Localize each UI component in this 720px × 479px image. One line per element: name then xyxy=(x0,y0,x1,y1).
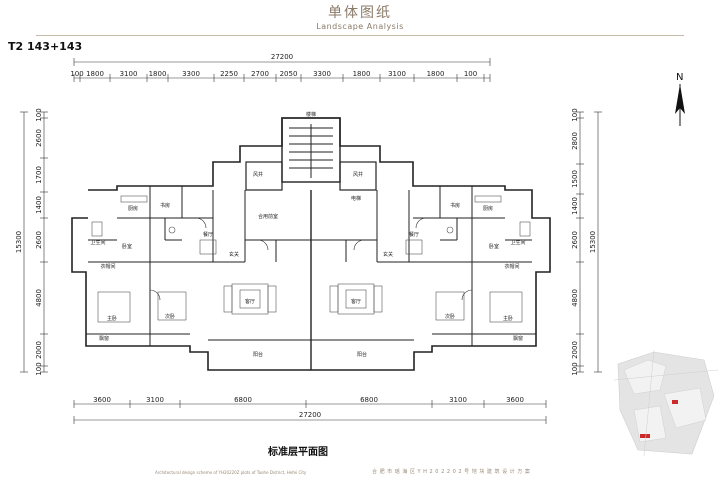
left-dim-label: 2000 xyxy=(35,341,43,359)
room-label-elevator: 电梯 xyxy=(351,195,361,202)
right-dim-label: 1500 xyxy=(571,170,579,188)
room-label-living-l: 客厅 xyxy=(245,298,255,305)
room-label-lobby: 合用前室 xyxy=(258,213,278,220)
top-dim-label: 1800 xyxy=(353,70,371,78)
bottom-dim-label: 3600 xyxy=(93,396,111,404)
bottom-dim-label: 3100 xyxy=(146,396,164,404)
room-label-dining-r: 餐厅 xyxy=(409,231,419,238)
room-label-shaft-r: 风井 xyxy=(353,171,363,178)
right-dim-label: 100 xyxy=(571,362,579,375)
room-label-bath-r: 卫生间 xyxy=(510,239,525,246)
top-dim-label: 3100 xyxy=(120,70,138,78)
room-label-bay-r: 飘窗 xyxy=(513,335,523,342)
top-dim-label: 1800 xyxy=(427,70,445,78)
room-label-bed1-l: 主卧 xyxy=(107,315,117,322)
room-label-bed2-l: 次卧 xyxy=(165,313,175,320)
header-divider xyxy=(36,35,684,36)
left-dim-label: 100 xyxy=(35,362,43,375)
room-label-dim-bed-l: 卧室 xyxy=(122,243,132,250)
right-dim-label: 2800 xyxy=(571,132,579,150)
right-dim-label: 2000 xyxy=(571,341,579,359)
room-label-bath-l: 卫生间 xyxy=(90,239,105,246)
bottom-dim-label: 3600 xyxy=(506,396,524,404)
top-dim-label: 2050 xyxy=(280,70,298,78)
header-title: 单体图纸 xyxy=(328,5,392,21)
room-label-kitchen-l: 厨房 xyxy=(128,205,138,212)
room-label-dining-l: 餐厅 xyxy=(203,231,213,238)
room-label-walkin-r: 衣帽间 xyxy=(504,263,519,270)
room-label-balcony-r: 阳台 xyxy=(357,351,367,358)
room-label-entry-r: 玄关 xyxy=(383,251,393,258)
bottom-dim-label: 3100 xyxy=(449,396,467,404)
left-dim-label: 100 xyxy=(35,108,43,121)
room-label-living-r: 客厅 xyxy=(351,298,361,305)
right-dim-total: 15300 xyxy=(589,231,597,253)
room-label-kitchen-r: 厨房 xyxy=(483,205,493,212)
room-label-entry-l: 玄关 xyxy=(229,251,239,258)
room-label-shaft-l: 风井 xyxy=(253,171,263,178)
top-dim-label: 3300 xyxy=(313,70,331,78)
top-dim-label: 2250 xyxy=(220,70,238,78)
right-dim-label: 1400 xyxy=(571,197,579,215)
footer-english: Architectural design scheme of YH20220Z … xyxy=(155,470,307,475)
room-label-stair: 楼梯 xyxy=(306,111,316,118)
header-subtitle: Landscape Analysis xyxy=(316,22,404,31)
bottom-dim-label: 6800 xyxy=(360,396,378,404)
room-label-study-l: 书房 xyxy=(160,202,170,209)
room-label-bay-l: 飘窗 xyxy=(99,335,109,342)
furniture xyxy=(91,195,531,323)
left-dim-label: 2600 xyxy=(35,129,43,147)
left-dim-label: 1700 xyxy=(35,166,43,184)
site-key-map xyxy=(614,350,718,456)
top-dim-label: 100 xyxy=(70,70,83,78)
top-dim-label: 3100 xyxy=(388,70,406,78)
left-dim-label: 4800 xyxy=(35,289,43,307)
top-dim-label: 2700 xyxy=(251,70,269,78)
top-dim-label: 3300 xyxy=(182,70,200,78)
right-dim-label: 4800 xyxy=(571,289,579,307)
top-dim-label: 1800 xyxy=(86,70,104,78)
north-arrow-icon xyxy=(675,84,685,126)
plan-label: T2 143+143 xyxy=(8,40,83,53)
footer-chinese: 合 肥 市 瑶 海 区 Y H 2 0 2 2 0 2 号 地 块 建 筑 设 … xyxy=(372,469,531,475)
left-dim-total: 15300 xyxy=(15,231,23,253)
top-dim-label: 1800 xyxy=(149,70,167,78)
top-dim-total: 27200 xyxy=(271,53,293,61)
right-dim-label: 100 xyxy=(571,108,579,121)
walls xyxy=(71,117,551,371)
plan-title: 标准层平面图 xyxy=(268,447,328,458)
room-label-balcony-l: 阳台 xyxy=(253,351,263,358)
bottom-dim-total: 27200 xyxy=(299,411,321,419)
room-label-walkin-l: 衣帽间 xyxy=(100,263,115,270)
north-letter: N xyxy=(676,72,684,83)
left-dim-label: 1400 xyxy=(35,196,43,214)
room-label-study-r: 书房 xyxy=(450,202,460,209)
left-dim-label: 2600 xyxy=(35,231,43,249)
top-dim-label: 100 xyxy=(464,70,477,78)
bottom-dim-label: 6800 xyxy=(234,396,252,404)
room-label-bed1-r: 主卧 xyxy=(503,315,513,322)
room-label-bed2-r: 次卧 xyxy=(445,313,455,320)
room-label-dim-bed-r: 卧室 xyxy=(489,243,499,250)
right-dim-label: 2600 xyxy=(571,231,579,249)
